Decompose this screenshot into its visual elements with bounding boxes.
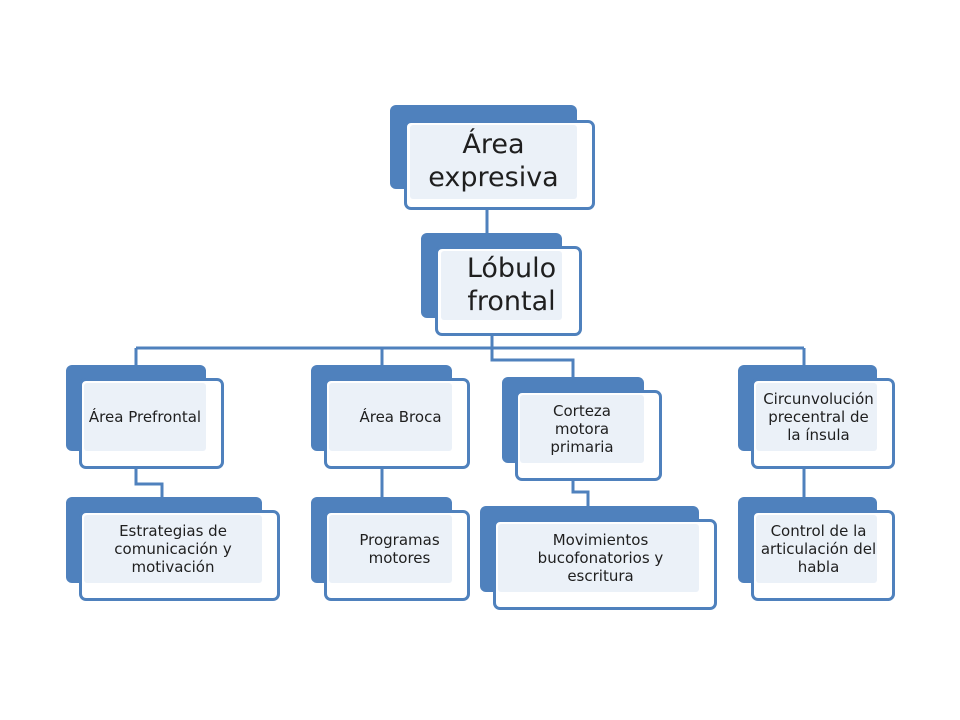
node-label: Área Prefrontal	[84, 383, 206, 451]
node-label: Circunvolución precentral de la ínsula	[756, 383, 877, 451]
node-corteza-motora: Corteza motora primaria	[502, 377, 662, 481]
node-label: Área Broca	[329, 383, 452, 451]
node-label: Área expresiva	[410, 125, 577, 199]
node-area-expresiva: Área expresiva	[390, 105, 595, 210]
connector-to-corteza	[490, 348, 575, 377]
node-label: Movimientos bucofonatorios y escritura	[498, 524, 699, 592]
node-circunvolucion: Circunvolución precentral de la ínsula	[738, 365, 895, 469]
node-programas-motores: Programas motores	[311, 497, 470, 601]
node-estrategias: Estrategias de comunicación y motivación	[66, 497, 280, 601]
node-label: Lóbulo frontal	[441, 251, 562, 320]
node-area-broca: Área Broca	[311, 365, 470, 469]
node-label: Programas motores	[329, 515, 452, 583]
node-control-articulacion: Control de la articulación del habla	[738, 497, 895, 601]
node-movimientos: Movimientos bucofonatorios y escritura	[480, 506, 717, 610]
node-label: Control de la articulación del habla	[756, 515, 877, 583]
node-area-prefrontal: Área Prefrontal	[66, 365, 224, 469]
node-label: Estrategias de comunicación y motivación	[84, 515, 262, 583]
connector-corteza-child	[571, 480, 590, 506]
node-label: Corteza motora primaria	[520, 395, 644, 463]
node-lobulo-frontal: Lóbulo frontal	[421, 233, 582, 336]
